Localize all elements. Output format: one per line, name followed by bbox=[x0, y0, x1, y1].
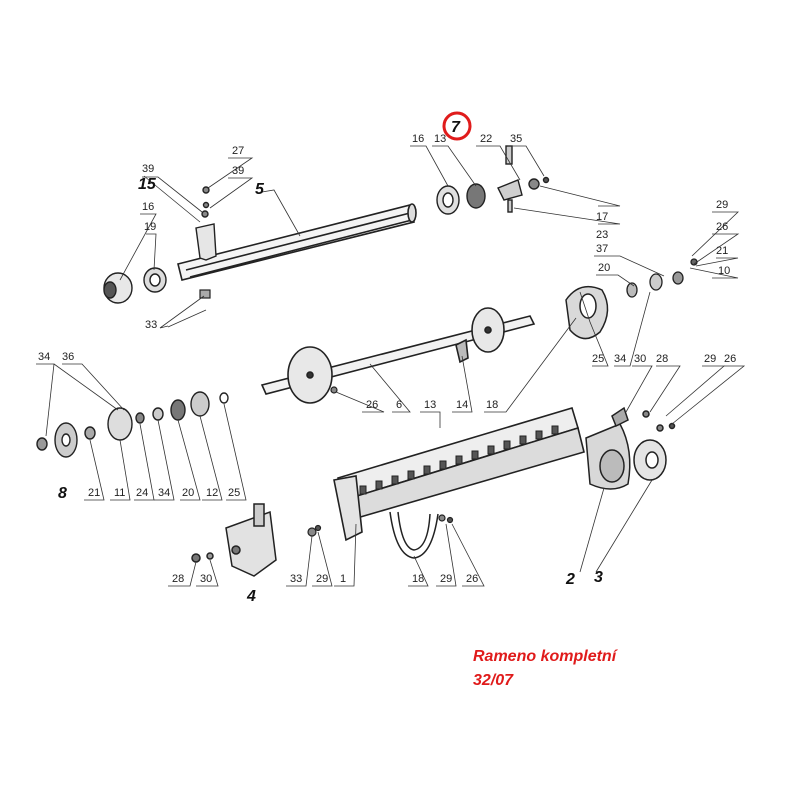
leader-lines bbox=[36, 145, 746, 587]
part-label: 26 bbox=[366, 399, 378, 411]
upper-shaft bbox=[177, 203, 417, 281]
part-label: 36 bbox=[62, 351, 74, 363]
part-label: 1 bbox=[340, 573, 346, 585]
part-label: 28 bbox=[172, 573, 184, 585]
part-label: 16 bbox=[412, 133, 424, 145]
part-label: 11 bbox=[114, 487, 125, 499]
gear-13 bbox=[466, 183, 486, 209]
part-number-labels: 27 39 39 16 19 33 16 13 22 35 17 23 29 2… bbox=[38, 133, 736, 585]
part-label: 23 bbox=[596, 229, 608, 241]
part-label: 33 bbox=[290, 573, 302, 585]
part-label: 27 bbox=[232, 145, 244, 157]
middle-shaft bbox=[260, 307, 536, 404]
part-label: 25 bbox=[592, 353, 604, 365]
bearing-16-left bbox=[103, 272, 133, 304]
assembly-label-3: 3 bbox=[594, 569, 603, 586]
part-label: 26 bbox=[716, 221, 728, 233]
part-label: 19 bbox=[144, 221, 156, 233]
small-hardware-lower bbox=[307, 386, 454, 537]
part-label: 30 bbox=[200, 573, 212, 585]
part-label: 6 bbox=[396, 399, 402, 411]
part-label: 30 bbox=[634, 353, 646, 365]
assembly-label-5: 5 bbox=[255, 181, 265, 198]
part-label: 39 bbox=[142, 163, 154, 175]
part-label: 13 bbox=[424, 399, 436, 411]
caption-title: Rameno kompletní bbox=[473, 648, 617, 665]
part-label: 20 bbox=[598, 262, 610, 274]
part-label: 17 bbox=[596, 211, 608, 223]
part-label: 24 bbox=[136, 487, 148, 499]
clip-33-top bbox=[199, 289, 211, 299]
bearing-16-right bbox=[436, 185, 460, 215]
part-label: 35 bbox=[510, 133, 522, 145]
part-label: 12 bbox=[206, 487, 218, 499]
part-label: 13 bbox=[434, 133, 446, 145]
assembly-label-2: 2 bbox=[565, 571, 575, 588]
part-label: 29 bbox=[716, 199, 728, 211]
part-label: 39 bbox=[232, 165, 244, 177]
cover-2 bbox=[585, 406, 631, 490]
part-label: 21 bbox=[716, 245, 728, 257]
cutter-bar-13 bbox=[333, 407, 585, 542]
part-label: 10 bbox=[718, 265, 730, 277]
part-label: 29 bbox=[704, 353, 716, 365]
part-label: 25 bbox=[228, 487, 240, 499]
part-label: 22 bbox=[480, 133, 492, 145]
part-label: 26 bbox=[724, 353, 736, 365]
cutter-teeth bbox=[359, 425, 559, 495]
assembly-label-15: 15 bbox=[138, 176, 157, 193]
part-label: 34 bbox=[614, 353, 626, 365]
part-label: 16 bbox=[142, 201, 154, 213]
part-label: 29 bbox=[316, 573, 328, 585]
part-label: 26 bbox=[466, 573, 478, 585]
assembly-label-7: 7 bbox=[451, 119, 461, 136]
sprocket-8 bbox=[36, 422, 78, 458]
flange-3 bbox=[633, 410, 676, 481]
right-hub-stack bbox=[626, 258, 698, 298]
bracket-15 bbox=[195, 186, 217, 261]
part-label: 21 bbox=[88, 487, 100, 499]
bearing-19 bbox=[143, 267, 167, 293]
part-label: 18 bbox=[486, 399, 498, 411]
lever-7 bbox=[497, 145, 550, 213]
caption-code: 32/07 bbox=[473, 672, 514, 689]
part-label: 18 bbox=[412, 573, 424, 585]
part-label: 37 bbox=[596, 243, 608, 255]
part-label: 20 bbox=[182, 487, 194, 499]
assembly-label-4: 4 bbox=[246, 588, 256, 605]
part-label: 14 bbox=[456, 399, 468, 411]
hub-11-stack bbox=[84, 391, 229, 441]
part-label: 34 bbox=[158, 487, 170, 499]
part-label: 34 bbox=[38, 351, 50, 363]
part-label: 29 bbox=[440, 573, 452, 585]
part-label: 28 bbox=[656, 353, 668, 365]
strap-18 bbox=[389, 511, 439, 559]
assembly-label-8: 8 bbox=[58, 485, 67, 502]
part-label: 33 bbox=[145, 319, 157, 331]
plate-4 bbox=[191, 503, 277, 577]
highlight-ring bbox=[442, 111, 472, 141]
